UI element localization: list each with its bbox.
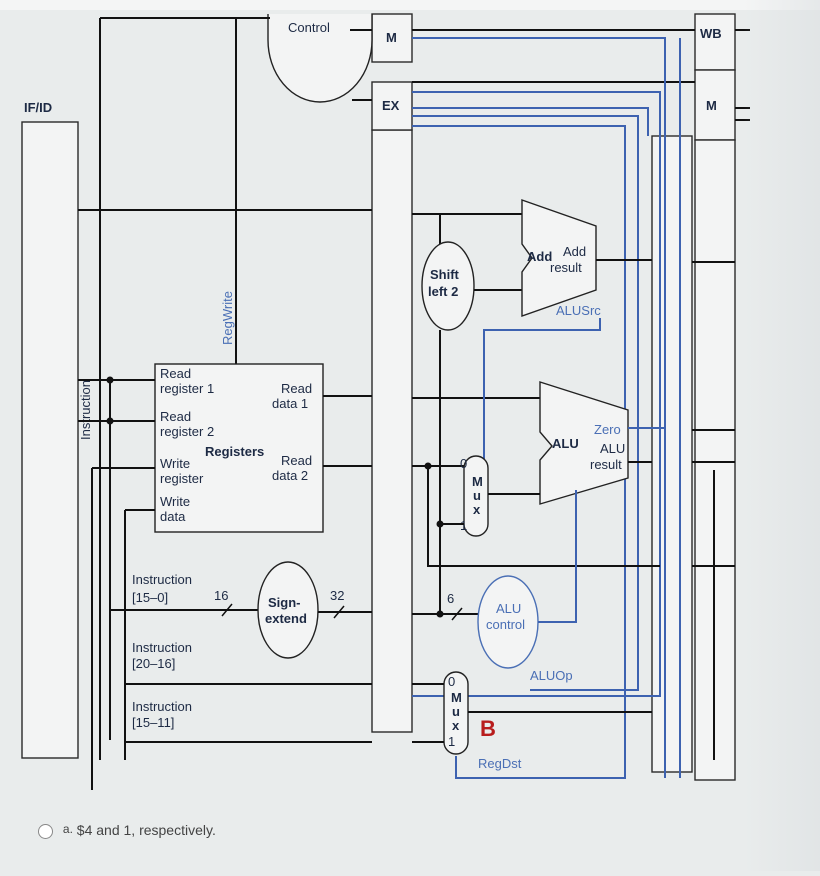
instruction-15-0-bits: [15–0] [132,590,168,605]
zero-label: Zero [594,422,621,437]
regwrite-label: RegWrite [220,291,235,345]
instruction-20-16-bits: [20–16] [132,656,175,671]
sign-extend-unit [257,561,319,659]
ex-label: EX [382,98,400,113]
ex-control-box [371,81,413,131]
alusrc-mux-u: u [473,488,481,503]
control-label: Control [288,20,330,35]
alusrc-mux-0: 0 [460,456,467,471]
answer-prefix: a. [62,822,73,836]
radio-button[interactable] [38,823,53,839]
regdst-mux-0: 0 [448,674,455,689]
shift-label: Shift [430,267,460,282]
alu-control-label: ALU [496,601,521,616]
instruction-15-11-bits: [15–11] [132,715,174,730]
regdst-mux-x: x [452,718,460,733]
write-data-label: Write [160,494,190,509]
add-unit [521,199,597,317]
marker-b: B [480,716,496,741]
instruction-15-0-label: Instruction [132,572,192,587]
add-result-label: Add [563,244,586,259]
sign-extend-label: Sign- [268,595,301,610]
read-register-2-label-2: register 2 [160,424,214,439]
wb-label: WB [700,26,722,41]
write-data-label-2: data [160,509,186,524]
read-register-1-label-2: register 1 [160,381,214,396]
answer-option-a[interactable]: a. $4 and 1, respectively. [38,822,216,839]
bus-width-32: 32 [330,588,344,603]
m-control-box-right [694,69,736,141]
alu-result-label-2: result [590,457,622,472]
read-data-1-label: Read [281,381,312,396]
regdst-label: RegDst [478,756,522,771]
m-control-box [371,13,413,63]
read-data-2-label: Read [281,453,312,468]
registers-title: Registers [205,444,264,459]
write-register-label-2: register [160,471,204,486]
control-unit [267,14,373,103]
regdst-mux-1: 1 [448,734,455,749]
sign-extend-label-2: extend [265,611,307,626]
read-register-1-label: Read [160,366,191,381]
register-file [154,363,324,533]
alu-unit [539,381,629,505]
read-data-1-label-2: data 1 [272,396,308,411]
alusrc-mux [463,455,489,537]
alusrc-mux-1: 1 [460,518,467,533]
alusrc-label: ALUSrc [556,303,601,318]
answer-text: $4 and 1, respectively. [76,822,216,838]
wb-control-box [694,13,736,71]
read-register-2-label: Read [160,409,191,424]
write-register-label: Write [160,456,190,471]
aluop-label: ALUOp [530,668,573,683]
if-id-register [21,121,79,759]
alu-label: ALU [552,436,579,451]
m-label-right: M [706,98,717,113]
alu-control-label-2: control [486,617,525,632]
add-result-label-2: result [550,260,582,275]
shift-label-2: left 2 [428,284,458,299]
shift-left-2-unit [421,241,475,331]
alusrc-mux-m: M [472,474,483,489]
add-label: Add [527,249,552,264]
alu-result-label: ALU [600,441,625,456]
m-label-left: M [386,30,397,45]
bus-width-16: 16 [214,588,228,603]
ex-mem-register [651,135,693,773]
alusrc-mux-x: x [473,502,481,517]
if-id-label: IF/ID [24,100,52,115]
instruction-15-11-label: Instruction [132,699,192,714]
bus-width-6: 6 [447,591,454,606]
instruction-20-16-label: Instruction [132,640,192,655]
instruction-vertical-label: Instruction [78,380,93,440]
read-data-2-label-2: data 2 [272,468,308,483]
regdst-mux-m: M [451,690,462,705]
id-ex-register [371,129,413,733]
regdst-mux-u: u [452,704,460,719]
